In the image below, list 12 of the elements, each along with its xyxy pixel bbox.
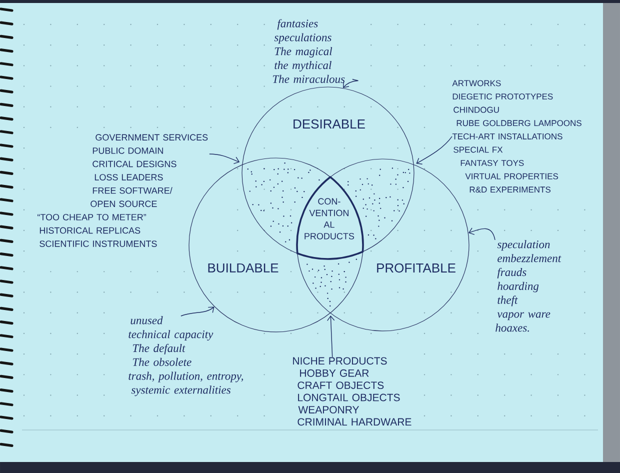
handwritten-list: ARTWORKS DIEGETIC PROTOTYPES CHINDOGU RUBE GOLDBERG LAMPOONS TECH-ART INSTALLATIONS SPECIAL FX FANTASY TOYS VIRTUAL PROPERTIES R&D EXPERIMENTS	[452, 80, 582, 193]
arrow	[209, 154, 240, 164]
arrow	[468, 228, 496, 240]
stippled-region	[306, 258, 358, 307]
arrow	[343, 78, 358, 88]
handwritten-list: fantasies speculations The magical the mythical The miraculous	[272, 19, 345, 84]
handwritten-list: speculation embezzlement frauds hoarding theft vapor ware hoaxes.	[496, 240, 562, 332]
arrow	[180, 306, 214, 316]
outlined-region: CON- VENTION AL PRODUCTS	[296, 176, 364, 260]
arrow	[416, 136, 452, 164]
handwritten-list: NICHE PRODUCTS HOBBY GEAR CRAFT OBJECTS LONGTAIL OBJECTS WEAPONRY CRIMINAL HARDWARE	[293, 357, 412, 426]
arrow	[327, 315, 335, 358]
